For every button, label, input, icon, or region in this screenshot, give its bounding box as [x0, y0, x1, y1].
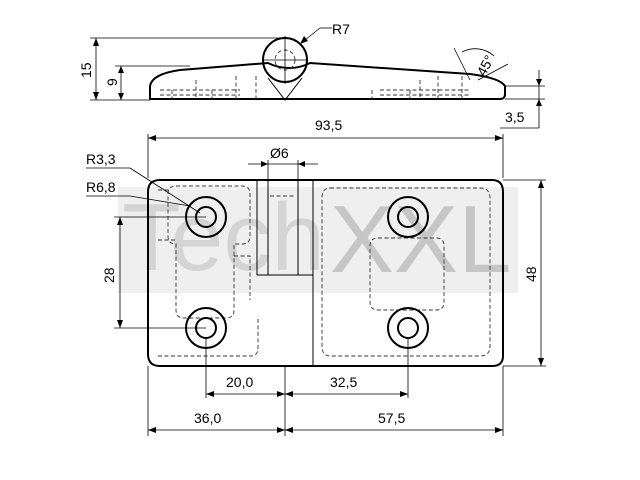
dim-radius-boss: R6,8 [86, 179, 116, 195]
dim-radius-hole: R3,3 [86, 151, 116, 167]
dim-width: 48 [523, 266, 539, 282]
dim-hole-spacing-vertical: 28 [101, 267, 117, 283]
watermark-tech: Tech [122, 184, 325, 291]
dim-left-length: 36,0 [194, 410, 221, 426]
hinge-body-outline [147, 179, 504, 367]
dim-hole-to-pin: 20,0 [226, 374, 253, 390]
dim-length-total: 93,5 [315, 117, 342, 133]
dim-height-leaf: 9 [104, 78, 120, 86]
dim-pin-to-hole: 32,5 [330, 374, 357, 390]
dim-pin-diameter: Ø6 [270, 145, 289, 161]
side-view: 45° R7 15 9 3,5 [78, 21, 545, 129]
dim-height-total: 15 [78, 62, 94, 78]
dim-right-length: 57,5 [378, 410, 405, 426]
side-leaf-outline [149, 61, 506, 100]
top-view: 93,5 [86, 117, 546, 436]
dim-thickness: 3,5 [505, 109, 525, 125]
hole-top-right [387, 196, 429, 238]
watermark-xxl: XXL [330, 186, 511, 293]
watermark: Tech XXL [118, 184, 518, 293]
dim-radius-knuckle: R7 [332, 21, 350, 37]
